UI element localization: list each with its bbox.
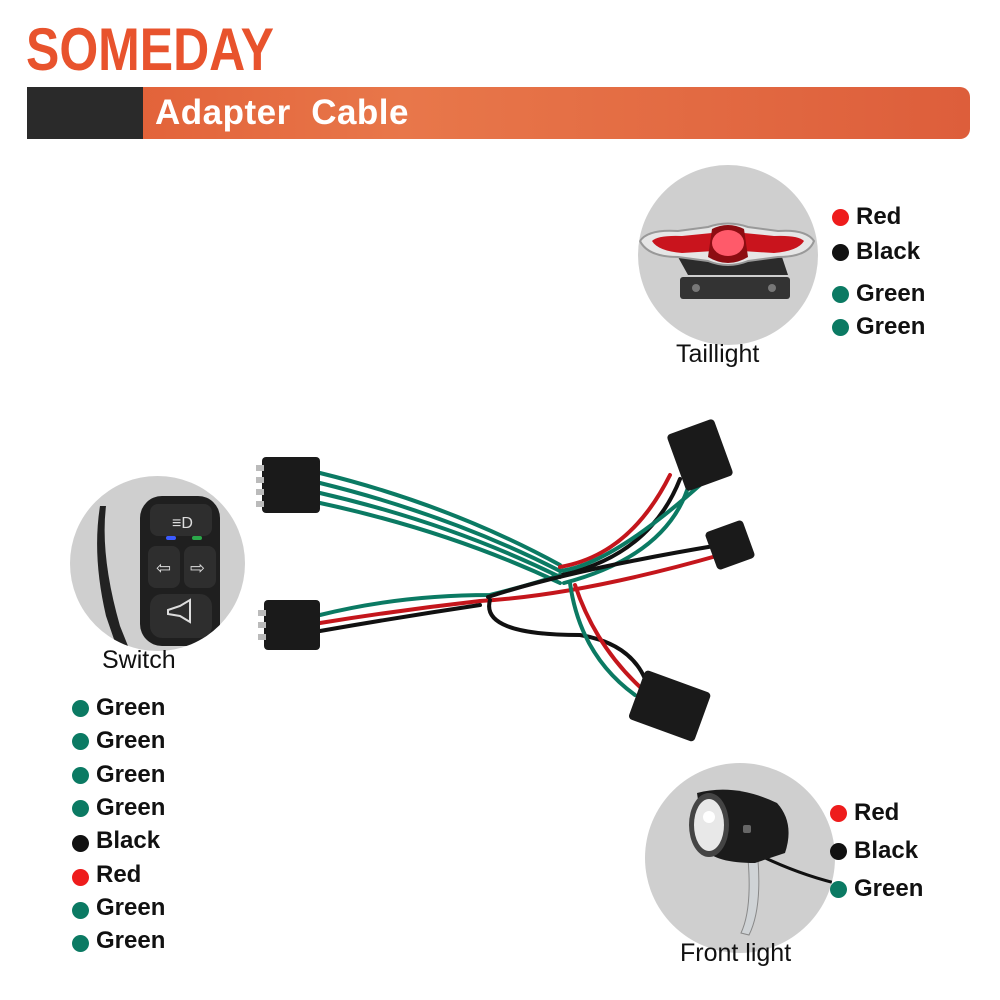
adapter-cable-image — [256, 419, 755, 742]
color-dot — [832, 286, 849, 303]
legend-label: Green — [96, 927, 166, 954]
legend-label: Green — [96, 761, 166, 788]
legend-label: Green — [96, 694, 166, 721]
color-dot — [72, 767, 89, 784]
legend-label: Black — [856, 238, 921, 265]
color-dot — [830, 881, 847, 898]
color-dot — [830, 805, 847, 822]
taillight-wire-legend: Red Black Green Green — [832, 202, 952, 342]
color-dot — [832, 209, 849, 226]
legend-label: Green — [856, 280, 926, 307]
header-dark-block — [27, 87, 143, 139]
color-dot — [72, 935, 89, 952]
legend-label: Red — [856, 203, 902, 230]
page-title: Adapter Cable — [155, 93, 409, 132]
color-dot — [72, 902, 89, 919]
color-dot — [72, 835, 89, 852]
color-dot — [72, 800, 89, 817]
header-bar: Adapter Cable — [27, 87, 970, 139]
legend-label: Black — [854, 837, 919, 864]
legend-label: Black — [96, 827, 161, 854]
someday-logo: SOMEDAY — [26, 18, 274, 80]
front-light-image — [645, 763, 835, 953]
taillight-image — [638, 165, 818, 345]
legend-label: Red — [854, 799, 900, 826]
logo-text: SOMEDAY — [26, 18, 274, 80]
legend-label: Green — [96, 894, 166, 921]
color-dot — [72, 869, 89, 886]
color-dot — [832, 244, 849, 261]
legend-label: Green — [854, 875, 924, 902]
svg-text:⇨: ⇨ — [190, 558, 205, 579]
switch-image: ≡D ⇦ ⇨ — [70, 476, 245, 651]
color-dot — [832, 319, 849, 336]
legend-label: Red — [96, 861, 142, 888]
svg-text:≡D: ≡D — [172, 515, 193, 532]
color-dot — [72, 700, 89, 717]
legend-label: Green — [96, 727, 166, 754]
switch-caption: Switch — [102, 646, 176, 674]
color-dot — [72, 733, 89, 750]
front-light-wire-legend: Red Black Green — [830, 798, 950, 908]
taillight-caption: Taillight — [676, 340, 760, 368]
switch-wire-legend: Green Green Green Green Black Red Green … — [72, 693, 202, 963]
front-light-caption: Front light — [680, 939, 792, 967]
color-dot — [830, 843, 847, 860]
svg-text:⇦: ⇦ — [156, 558, 171, 579]
legend-label: Green — [96, 794, 166, 821]
legend-label: Green — [856, 313, 926, 340]
